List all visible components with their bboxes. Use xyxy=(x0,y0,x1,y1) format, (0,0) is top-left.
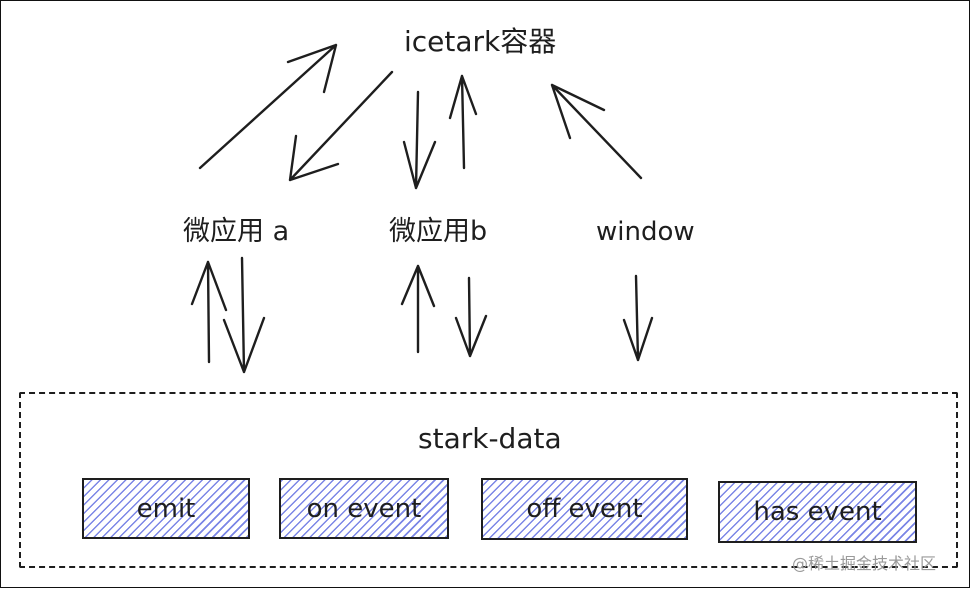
stark-data-label: stark-data xyxy=(418,422,562,455)
method-emit: emit xyxy=(82,478,250,539)
method-off-event-label: off event xyxy=(526,494,643,524)
arrow-container-to-app-b xyxy=(402,90,437,190)
arrow-app-a-to-container xyxy=(198,43,338,170)
watermark: @稀土掘金技术社区 xyxy=(792,554,937,573)
method-emit-label: emit xyxy=(136,493,196,524)
method-on-event: on event xyxy=(279,478,449,539)
method-has-event-label: has event xyxy=(753,497,882,527)
window-label: window xyxy=(596,217,695,247)
arrow-app-b-to-container xyxy=(448,74,478,170)
method-on-event-label: on event xyxy=(306,493,422,524)
arrow-stark-to-app-a xyxy=(190,260,228,364)
micro-app-b-label: 微应用b xyxy=(389,216,488,247)
micro-app-a-label: 微应用 a xyxy=(183,216,290,247)
method-has-event: has event xyxy=(718,481,917,543)
arrow-stark-to-app-b xyxy=(400,264,436,354)
arrow-app-a-to-stark xyxy=(222,256,266,374)
method-off-event: off event xyxy=(481,478,688,540)
arrow-window-to-container xyxy=(550,83,643,180)
stark-data-container xyxy=(19,392,958,568)
arrow-window-to-stark xyxy=(622,274,654,362)
arrow-app-b-to-stark xyxy=(454,276,488,358)
container-label: icetark容器 xyxy=(404,25,557,58)
arrow-container-to-app-a xyxy=(288,70,394,182)
